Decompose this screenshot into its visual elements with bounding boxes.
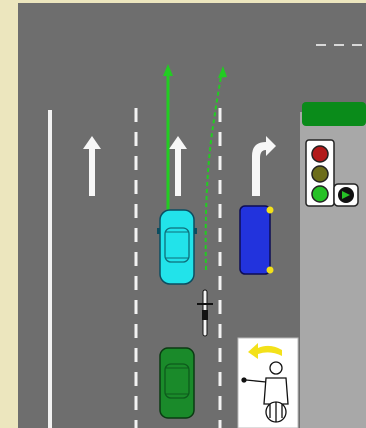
red-light (312, 146, 328, 162)
green-light (312, 186, 328, 202)
amber-light (312, 166, 328, 182)
right-rear-indicator (267, 267, 274, 274)
right-front-indicator (267, 207, 274, 214)
green-awning (302, 102, 366, 126)
hand-signal-inset (238, 338, 298, 428)
blue-car (240, 206, 274, 274)
cyan-car (157, 210, 197, 284)
green-car (160, 348, 194, 418)
